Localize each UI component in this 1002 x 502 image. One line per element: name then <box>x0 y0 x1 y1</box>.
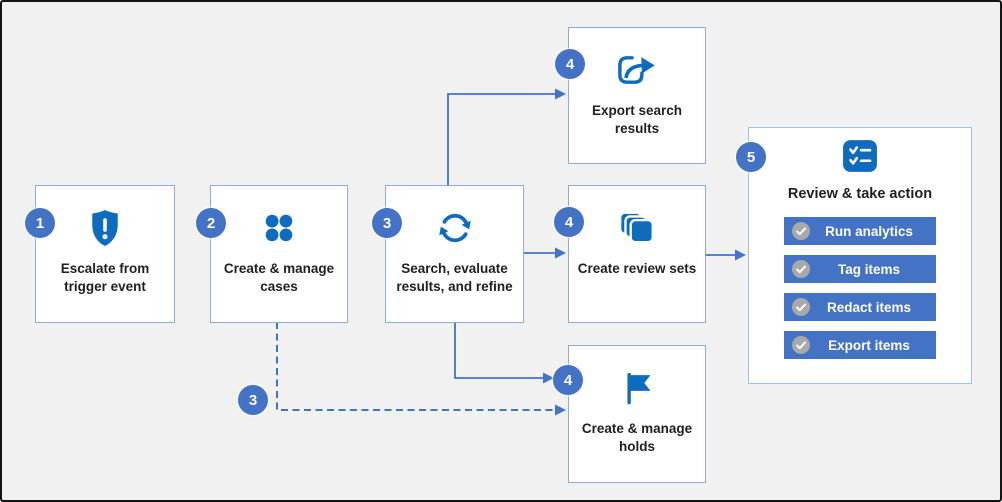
review-take-action-panel: Review & take action Run analytics Tag i… <box>748 127 972 384</box>
action-label: Run analytics <box>825 223 913 239</box>
step-label: Search, evaluate results, and refine <box>396 261 513 295</box>
step-label: Create & manage cases <box>223 261 335 295</box>
panel-badge-5: 5 <box>736 142 766 172</box>
step-box-escalate: Escalate from trigger event <box>35 185 175 323</box>
shield-alert-icon <box>87 207 123 249</box>
connector-cases-to-holds-dashed <box>276 322 554 411</box>
step-box-holds: Create & manage holds <box>568 345 706 483</box>
connector-search-to-export <box>447 93 556 185</box>
checklist-icon <box>842 139 878 173</box>
action-button-redact-items[interactable]: Redact items <box>784 293 936 321</box>
arrowhead <box>543 372 554 384</box>
step-label: Export search results <box>591 103 683 137</box>
check-circle-icon <box>792 298 810 316</box>
arrowhead <box>555 247 566 259</box>
step-badge-4-export: 4 <box>555 49 585 79</box>
step-badge-2: 2 <box>196 208 226 238</box>
action-label: Tag items <box>837 261 900 277</box>
panel-title: Review & take action <box>787 186 933 202</box>
action-button-export-items[interactable]: Export items <box>784 331 936 359</box>
panel-actions: Run analytics Tag items Redact items Exp… <box>784 217 936 359</box>
check-circle-icon <box>792 260 810 278</box>
review-sets-stack-icon <box>616 207 658 249</box>
flag-icon <box>619 367 655 409</box>
step-box-search: Search, evaluate results, and refine <box>385 185 524 323</box>
check-circle-icon <box>792 222 810 240</box>
action-button-tag-items[interactable]: Tag items <box>784 255 936 283</box>
step-badge-4-review-sets: 4 <box>554 207 584 237</box>
step-label: Create & manage holds <box>581 421 693 455</box>
step-box-cases: Create & manage cases <box>210 185 348 323</box>
step-badge-3: 3 <box>372 208 402 238</box>
step-badge-4-holds: 4 <box>553 365 583 395</box>
arrowhead <box>735 249 746 261</box>
action-label: Export items <box>828 337 910 353</box>
step-label: Escalate from trigger event <box>60 261 150 295</box>
step-label: Create review sets <box>577 261 697 276</box>
connector-search-to-holds <box>454 322 544 379</box>
sync-arrows-icon <box>436 207 474 249</box>
action-button-run-analytics[interactable]: Run analytics <box>784 217 936 245</box>
arrowhead <box>555 88 566 100</box>
action-label: Redact items <box>826 299 912 315</box>
export-share-icon <box>615 49 659 91</box>
arrowhead <box>555 404 566 416</box>
dashed-branch-badge-3: 3 <box>238 385 268 415</box>
step-box-export-search: Export search results <box>568 27 706 164</box>
check-circle-icon <box>792 336 810 354</box>
step-box-review-sets: Create review sets <box>568 185 706 323</box>
step-badge-1: 1 <box>25 208 55 238</box>
apps-dots-icon <box>262 207 296 249</box>
